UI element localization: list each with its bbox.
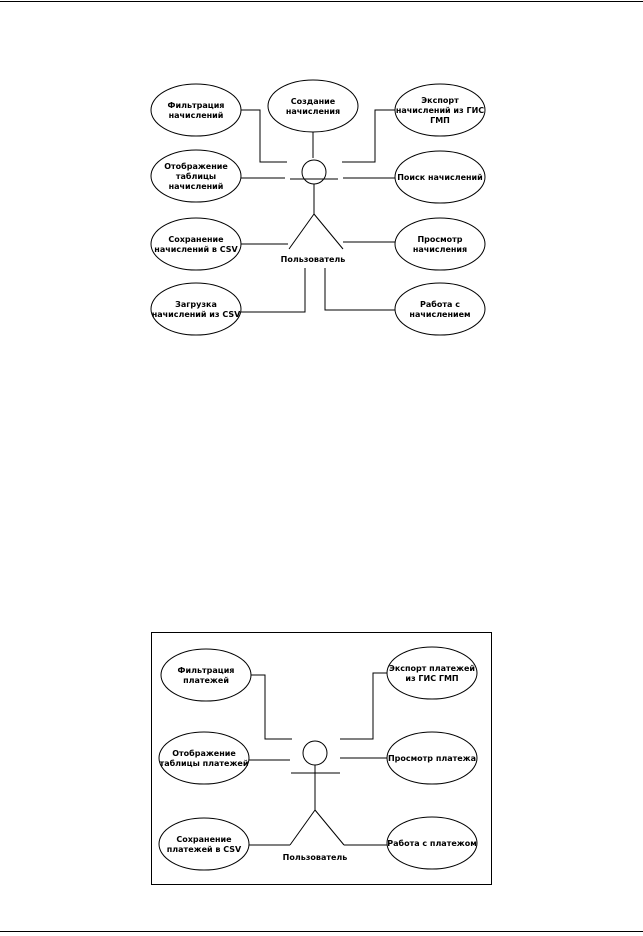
charges-usecase-save-csv-label: Сохранение (168, 235, 224, 244)
payments-usecase-view (386, 731, 478, 785)
payments-usecase-filter-label: платежей (183, 676, 229, 685)
diagram-charges: ФильтрацияначисленийСозданиеначисленияЭк… (150, 79, 486, 336)
header-rule (0, 1, 643, 2)
payments-actor-leg-right (314, 809, 345, 846)
charges-association-line (241, 268, 306, 313)
payments-usecase-filter-label: Фильтрация (178, 666, 235, 675)
charges-usecase-work-label: начислением (409, 310, 470, 319)
charges-usecase-create-label: Создание (291, 97, 336, 106)
charges-actor-head (301, 159, 327, 185)
payments-usecase-table-label: Отображение (172, 748, 236, 758)
payments-usecase-save-csv-label: платежей в CSV (167, 845, 242, 854)
charges-usecase-filter (150, 83, 242, 137)
payments-usecase-table-label: таблицы платежей (160, 758, 249, 768)
payments-usecase-export (386, 646, 478, 700)
charges-association-line (342, 109, 395, 163)
charges-actor-leg-left (288, 213, 315, 250)
charges-usecase-save-csv-label: начислений в CSV (154, 245, 238, 254)
footer-rule (0, 931, 643, 932)
charges-usecase-save-csv (150, 217, 242, 271)
charges-actor-label: Пользователь (281, 255, 346, 264)
charges-usecase-export (394, 83, 486, 137)
charges-usecase-view (394, 217, 486, 271)
charges-usecase-load-csv (150, 282, 242, 336)
charges-usecase-load-csv-label: начислений из CSV (152, 310, 241, 319)
charges-usecase-export-label: ГМП (430, 116, 450, 125)
payments-actor-head (302, 740, 328, 766)
charges-usecase-create (267, 79, 359, 133)
payments-usecase-table (158, 731, 250, 785)
charges-usecase-work-label: Работа с (420, 299, 460, 309)
charges-usecase-view-label: начисления (413, 245, 467, 254)
charges-usecase-table-label: начислений (169, 182, 224, 191)
charges-usecase-export-label: Экспорт (421, 96, 459, 105)
charges-usecase-work (394, 282, 486, 336)
charges-usecase-view-label: Просмотр (417, 235, 462, 244)
charges-association-line (241, 109, 287, 163)
payments-usecase-export-label: Экспорт платежей (389, 664, 475, 673)
charges-usecase-load-csv-label: Загрузка (175, 300, 217, 309)
payments-usecase-export-label: из ГИС ГМП (405, 674, 458, 683)
charges-association-line (324, 268, 395, 311)
payments-actor-label: Пользователь (283, 853, 348, 862)
payments-actor-leg-left (289, 809, 316, 846)
payments-association-line (340, 672, 387, 740)
payments-association-line (251, 674, 292, 740)
charges-usecase-export-label: начислений из ГИС (396, 106, 484, 115)
charges-usecase-table-label: таблицы (176, 171, 216, 181)
bottom-diagram-frame (151, 632, 492, 885)
payments-usecase-work (386, 816, 478, 870)
charges-usecase-table (150, 149, 242, 203)
payments-usecase-work-label: Работа с платежом (387, 838, 477, 848)
payments-usecase-filter (160, 648, 252, 702)
payments-usecase-save-csv (158, 817, 250, 871)
charges-usecase-table-label: Отображение (164, 161, 228, 171)
charges-usecase-filter-label: начислений (169, 111, 224, 120)
charges-usecase-create-label: начисления (286, 107, 340, 116)
charges-usecase-search (394, 150, 486, 204)
payments-usecase-save-csv-label: Сохранение (176, 835, 232, 844)
charges-usecase-filter-label: Фильтрация (168, 101, 225, 110)
charges-usecase-search-label: Поиск начислений (397, 173, 483, 182)
payments-usecase-view-label: Просмотр платежа (388, 754, 476, 763)
charges-actor-leg-right (313, 213, 344, 250)
